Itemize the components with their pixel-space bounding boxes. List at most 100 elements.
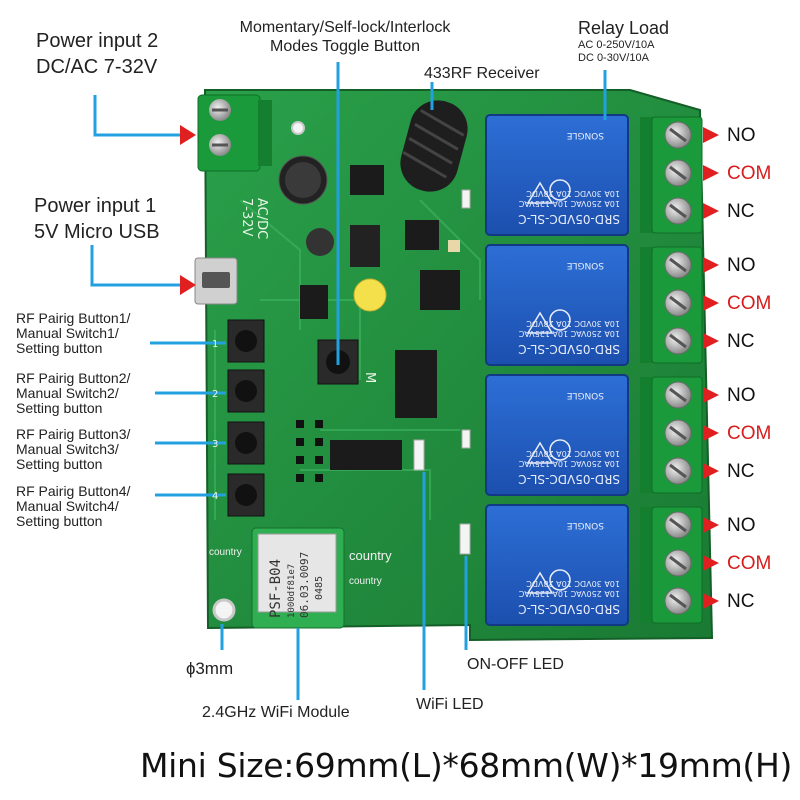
- label-line: Manual Switch3/: [16, 441, 119, 457]
- module-num: 0485: [314, 576, 325, 600]
- arrows: [180, 125, 196, 295]
- warning-triangle-icon: [526, 311, 554, 334]
- country-mark: country: [209, 547, 242, 558]
- relay-2-nc-label: NC: [727, 331, 755, 352]
- relay-1-com-label: COM: [727, 163, 772, 184]
- country-mark: country: [349, 576, 382, 587]
- relay-3-no-label: NO: [727, 385, 756, 406]
- arrow-icon: [703, 127, 719, 143]
- silk-acdc: AC/DC: [254, 198, 269, 239]
- label-line: Power input 2: [36, 30, 159, 52]
- label-line: Setting button: [16, 513, 103, 529]
- terminal-block-4: [640, 506, 703, 624]
- silk-m: M: [362, 372, 377, 383]
- arrow-icon: [703, 463, 719, 479]
- ic-chip: [405, 220, 439, 250]
- wifi-led: [413, 439, 425, 471]
- relay-rating-text: 10A 30VDC 10A 28VDC: [526, 449, 620, 458]
- relay-brand-text: SONGLE: [566, 390, 604, 400]
- relay-arrows: [703, 127, 719, 609]
- silk-voltage: 7-32V: [239, 198, 254, 237]
- power-terminal-2: [197, 94, 272, 172]
- regulator: [350, 225, 380, 267]
- relay-2-no-label: NO: [727, 255, 756, 276]
- ic-chip: [350, 165, 384, 195]
- arrow-icon: [703, 295, 719, 311]
- label-power-input-1: Power input 1 5V Micro USB: [34, 193, 160, 245]
- terminal-block-2: [640, 246, 703, 364]
- module-model: PSF-B04: [268, 559, 284, 618]
- arrow-icon: [703, 517, 719, 533]
- relay-brand-text: SONGLE: [566, 130, 604, 140]
- label-line: Power input 1: [34, 195, 157, 217]
- arrow-icon: [703, 387, 719, 403]
- label-line: Setting button: [16, 456, 103, 472]
- relay-3-nc-label: NC: [727, 461, 755, 482]
- terminal-block-3: [640, 376, 703, 494]
- ic-chip: [420, 270, 460, 310]
- header-pins: [296, 420, 323, 482]
- label-line: Manual Switch1/: [16, 325, 119, 341]
- label-wifi-led: WiFi LED: [416, 696, 484, 713]
- label-line: Momentary/Self-lock/Interlock: [239, 19, 451, 36]
- label-line: Setting button: [16, 340, 103, 356]
- label-wifi-module: 2.4GHz WiFi Module: [202, 704, 350, 721]
- warning-triangle-icon: [526, 181, 554, 204]
- ul-mark-icon: [549, 439, 571, 461]
- output-terminals: [640, 116, 703, 624]
- rf-receiver-coil: [400, 100, 468, 192]
- label-line: Setting button: [16, 400, 103, 416]
- label-hole: ɸ3mm: [186, 659, 234, 678]
- buzzer: [353, 278, 387, 312]
- module-code: 1000df81e7: [287, 564, 297, 618]
- label-line: RF Pairig Button4/: [16, 483, 131, 499]
- inductor: [306, 228, 334, 256]
- relay-4-no-label: NO: [727, 515, 756, 536]
- label-line: 5V Micro USB: [34, 221, 160, 243]
- silk-btn-1: 1: [212, 339, 218, 350]
- relay-4-nc-label: NC: [727, 591, 755, 612]
- country-mark: country: [349, 548, 392, 563]
- label-line: Modes Toggle Button: [269, 38, 421, 55]
- label-power-input-2: Power input 2 DC/AC 7-32V: [36, 28, 158, 80]
- relay-model-text: SRD-05VDC-SL-C: [518, 212, 620, 226]
- arrow-icon: [703, 593, 719, 609]
- warning-triangle-icon: [526, 441, 554, 464]
- relay-brand-text: SONGLE: [566, 520, 604, 530]
- label-onoff-led: ON-OFF LED: [467, 656, 564, 673]
- leader-lines: [90, 62, 607, 700]
- relay-rating-text: 10A 250VAC 10A 125VAC: [518, 199, 620, 208]
- label-line: RF Pairig Button1/: [16, 310, 131, 326]
- ic-chip: [330, 440, 402, 470]
- relay-model-text: SRD-05VDC-SL-C: [518, 472, 620, 486]
- terminal-block-1: [640, 116, 703, 234]
- on-off-led: [459, 523, 471, 555]
- arrow-icon: [703, 425, 719, 441]
- relay-rating-text: 10A 30VDC 10A 28VDC: [526, 579, 620, 588]
- tact-switches: [227, 319, 359, 517]
- crystal: [448, 240, 460, 252]
- relay-rating-text: 10A 30VDC 10A 28VDC: [526, 319, 620, 328]
- ul-mark-icon: [549, 569, 571, 591]
- label-rf-button-3: RF Pairig Button3/ Manual Switch3/ Setti…: [16, 427, 130, 472]
- relay-load-title: Relay Load: [578, 18, 670, 38]
- relay-rating-text: 10A 30VDC 10A 28VDC: [526, 189, 620, 198]
- label-line: RF Pairig Button3/: [16, 426, 131, 442]
- arrow-icon: [703, 333, 719, 349]
- ic-chip: [300, 285, 328, 319]
- wifi-module: [251, 527, 345, 629]
- relay-model-text: SRD-05VDC-SL-C: [518, 342, 620, 356]
- silk-btn-3: 3: [212, 439, 218, 450]
- arrow-icon: [703, 257, 719, 273]
- label-mode-button: Momentary/Self-lock/Interlock Modes Togg…: [210, 18, 480, 56]
- mount-hole: [212, 598, 236, 622]
- warning-triangle-icon: [526, 571, 554, 594]
- relay-2-com-label: COM: [727, 293, 772, 314]
- relay-3-com-label: COM: [727, 423, 772, 444]
- arrow-icon: [703, 203, 719, 219]
- label-rf-button-1: RF Pairig Button1/ Manual Switch1/ Setti…: [16, 311, 130, 356]
